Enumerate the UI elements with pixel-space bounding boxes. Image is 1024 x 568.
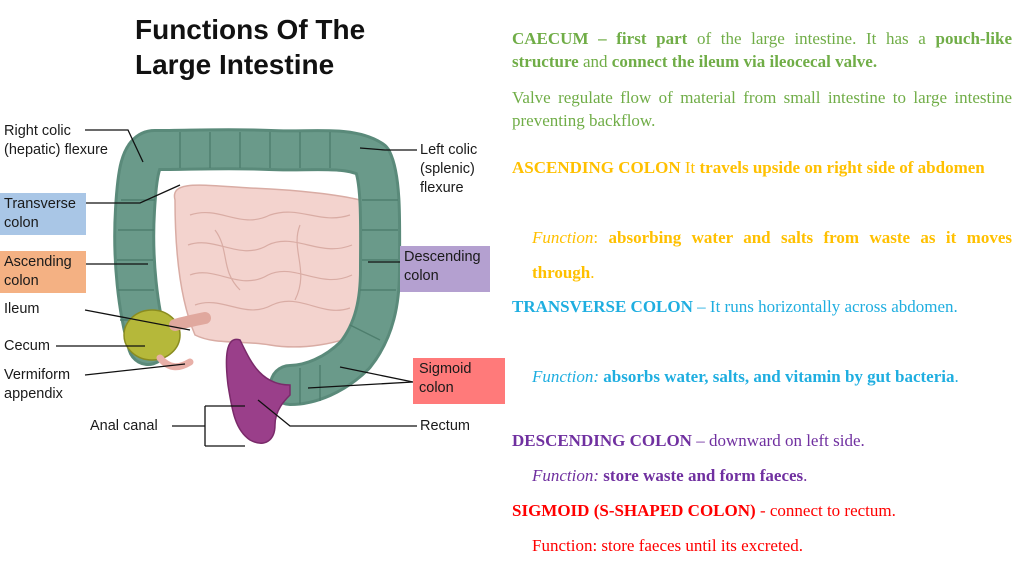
label-ascending-line2: colon <box>4 273 39 289</box>
transverse-text: – It runs horizontally across abdomen. <box>692 297 958 316</box>
caecum-text-1: of the large intestine <box>687 29 853 48</box>
label-rectum: Rectum <box>420 418 470 434</box>
small-intestine-loops <box>187 211 353 311</box>
descending-paragraph: DESCENDING COLON – downward on left side… <box>512 429 1012 452</box>
sigmoid-function: Function: store faeces until its excrete… <box>532 536 803 555</box>
label-ascending-colon: Ascending colon <box>0 251 86 293</box>
ascending-text-2: travels upside on right side of abdomen <box>699 158 985 177</box>
title-line-2: Large Intestine <box>135 49 335 80</box>
label-ascending-line1: Ascending <box>4 254 72 270</box>
label-descending-line2: colon <box>404 268 439 284</box>
valve-paragraph: Valve regulate flow of material from sma… <box>512 88 1012 130</box>
caecum-text-4: and <box>578 52 612 71</box>
ileum-tube <box>169 312 211 331</box>
label-transverse-colon: Transverse colon <box>0 193 86 235</box>
cecum <box>123 309 181 361</box>
label-sigmoid-line2: colon <box>419 380 454 396</box>
label-transverse-line1: Transverse <box>4 196 76 212</box>
caecum-text-3: pouch-like structure <box>512 29 1013 71</box>
label-vermiform-appendix: Vermiform appendix <box>4 366 70 404</box>
label-sigmoid-colon: Sigmoid colon <box>413 358 505 404</box>
label-left-colic-line2: (splenic) <box>420 161 475 177</box>
transverse-function-end: . <box>954 367 959 386</box>
descending-function-body: store waste and form faeces <box>599 466 804 485</box>
label-right-colic-flexure: Right colic (hepatic) flexure <box>4 122 108 160</box>
ascending-function-body: absorbing water and salts from waste as … <box>532 228 1012 282</box>
caecum-paragraph: CAECUM – first part of the large intesti… <box>512 27 1012 73</box>
label-sigmoid-line1: Sigmoid <box>419 361 472 377</box>
label-left-colic-flexure: Left colic (splenic) flexure <box>420 141 477 198</box>
label-right-colic-line2: (hepatic) flexure <box>4 142 108 158</box>
label-transverse-line2: colon <box>4 215 39 231</box>
caecum-heading: CAECUM – first part <box>512 29 688 48</box>
ascending-text-1: It <box>680 158 700 177</box>
label-cecum: Cecum <box>4 338 50 354</box>
sigmoid-paragraph: SIGMOID (S-SHAPED COLON) - connect to re… <box>512 499 1012 522</box>
slide-title: Functions Of The Large Intestine <box>135 12 435 82</box>
caecum-text-5: connect the ileum via ileocecal valve. <box>611 52 878 71</box>
descending-function: Function: store waste and form faeces. <box>512 464 1012 487</box>
descending-function-end: . <box>803 466 808 485</box>
ascending-function: Function: absorbing water and salts from… <box>512 220 1012 290</box>
leader-lines <box>56 129 417 447</box>
label-vermiform-line2: appendix <box>4 386 63 402</box>
label-anal-canal: Anal canal <box>90 418 158 434</box>
large-intestine-diagram <box>56 128 417 447</box>
descending-text: – downward on left side. <box>691 431 865 450</box>
label-left-colic-line1: Left colic <box>420 142 478 158</box>
ascending-paragraph: ASCENDING COLON It travels upside on rig… <box>512 150 1012 185</box>
transverse-paragraph: TRANSVERSE COLON – It runs horizontally … <box>512 289 1012 324</box>
label-descending-colon: Descending colon <box>400 246 490 292</box>
ascending-function-label: Function <box>532 228 594 247</box>
title-line-1: Functions Of The <box>135 14 366 45</box>
transverse-function: Function: absorbs water, salts, and vita… <box>512 359 1012 394</box>
label-right-colic-line1: Right colic <box>4 123 71 139</box>
label-descending-line1: Descending <box>404 249 481 265</box>
transverse-heading: TRANSVERSE COLON <box>512 297 693 316</box>
vermiform-appendix <box>156 354 194 371</box>
ascending-function-end: . <box>590 263 595 282</box>
label-vermiform-line1: Vermiform <box>4 367 71 383</box>
rectum <box>225 338 291 444</box>
sigmoid-heading: SIGMOID (S-SHAPED COLON) <box>512 501 756 520</box>
label-ileum: Ileum <box>4 301 40 317</box>
ascending-function-sep: : <box>593 228 609 247</box>
sigmoid-text: - connect to rectum. <box>755 501 896 520</box>
descending-heading: DESCENDING COLON <box>512 431 692 450</box>
transverse-function-label: Function: <box>532 367 600 386</box>
transverse-function-body: absorbs water, salts, and vitamin by gut… <box>599 367 955 386</box>
descending-function-label: Function: <box>532 466 600 485</box>
ascending-heading: ASCENDING COLON <box>512 158 681 177</box>
caecum-text-2: . It has a <box>852 29 936 48</box>
label-left-colic-line3: flexure <box>420 180 464 196</box>
